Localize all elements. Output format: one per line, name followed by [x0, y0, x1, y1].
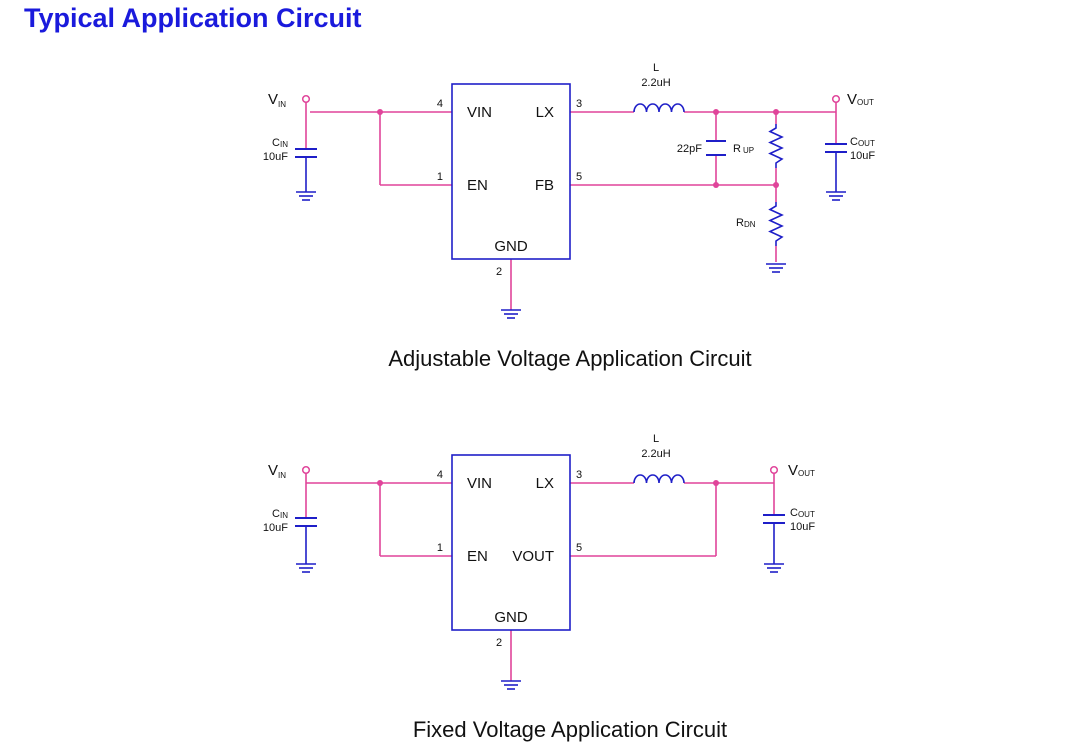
fixed-caption: Fixed Voltage Application Circuit — [413, 717, 727, 742]
ic-pin-fb-label: FB — [535, 177, 554, 194]
ic-pin-lx-label: LX — [536, 475, 554, 492]
pin-number-vin: 4 — [437, 469, 443, 481]
inductor-name: L — [653, 433, 659, 445]
fixed-wires — [306, 482, 774, 681]
vin-terminal-icon — [301, 94, 311, 104]
fixed-ic-box — [451, 454, 571, 631]
vout-label: VOUT — [847, 91, 874, 108]
adjustable-junctions — [377, 109, 779, 188]
vout-label: VOUT — [788, 462, 815, 479]
ic-pin-vin-label: VIN — [467, 475, 492, 492]
inductor-value: 2.2uH — [641, 77, 670, 89]
adjustable-wires — [310, 111, 836, 310]
inductor-icon — [633, 103, 685, 113]
pin-number-lx: 3 — [576, 469, 582, 481]
cin-value: 10uF — [263, 522, 288, 534]
pin-number-gnd: 2 — [496, 266, 502, 278]
ic-pin-gnd-label: GND — [494, 609, 528, 626]
pin-number-fb: 5 — [576, 171, 582, 183]
pin-number-en: 1 — [437, 171, 443, 183]
ic-pin-vout-label: VOUT — [512, 548, 554, 565]
rdn-resistor-icon — [768, 202, 784, 246]
fixed-junctions — [377, 480, 719, 486]
ground-icon — [501, 680, 521, 690]
page-title: Typical Application Circuit — [24, 3, 362, 33]
cin-value: 10uF — [263, 151, 288, 163]
vout-terminal-icon — [831, 94, 841, 104]
ic-pin-en-label: EN — [467, 548, 488, 565]
cout-value: 10uF — [850, 150, 875, 162]
ground-icon — [766, 263, 786, 273]
vin-label: VIN — [268, 91, 286, 109]
cin-label: CIN — [272, 137, 288, 149]
ic-pin-en-label: EN — [467, 177, 488, 194]
fixed-circuit: VIN LX EN VOUT GND 4 3 1 5 2 VIN CIN 10u… — [263, 433, 815, 742]
cout-label: COUT — [790, 507, 815, 519]
vin-label: VIN — [268, 462, 286, 480]
cout-value: 10uF — [790, 521, 815, 533]
pin-number-vin: 4 — [437, 98, 443, 110]
inductor-value: 2.2uH — [641, 448, 670, 460]
vin-terminal-icon — [301, 465, 311, 475]
pin-number-lx: 3 — [576, 98, 582, 110]
cin-label: CIN — [272, 508, 288, 520]
ic-pin-lx-label: LX — [536, 104, 554, 121]
rdn-label: RDN — [736, 217, 756, 229]
vout-terminal-icon — [769, 465, 779, 475]
ground-icon — [296, 191, 316, 201]
inductor-name: L — [653, 62, 659, 74]
ic-pin-vin-label: VIN — [467, 104, 492, 121]
pin-number-vout: 5 — [576, 542, 582, 554]
ground-icon — [501, 309, 521, 319]
inductor-icon — [633, 474, 685, 484]
ic-pin-gnd-label: GND — [494, 238, 528, 255]
cout-label: COUT — [850, 136, 875, 148]
adjustable-circuit: VIN LX EN FB GND 4 3 1 5 2 VIN CIN 10uF … — [263, 62, 875, 371]
ground-icon — [764, 563, 784, 573]
feedforward-cap-value: 22pF — [677, 143, 702, 155]
adjustable-ic-box — [451, 83, 571, 260]
pin-number-gnd: 2 — [496, 637, 502, 649]
rup-resistor-icon — [768, 124, 784, 168]
ground-icon — [296, 563, 316, 573]
ground-icon — [826, 191, 846, 201]
pin-number-en: 1 — [437, 542, 443, 554]
adjustable-caption: Adjustable Voltage Application Circuit — [388, 346, 751, 371]
